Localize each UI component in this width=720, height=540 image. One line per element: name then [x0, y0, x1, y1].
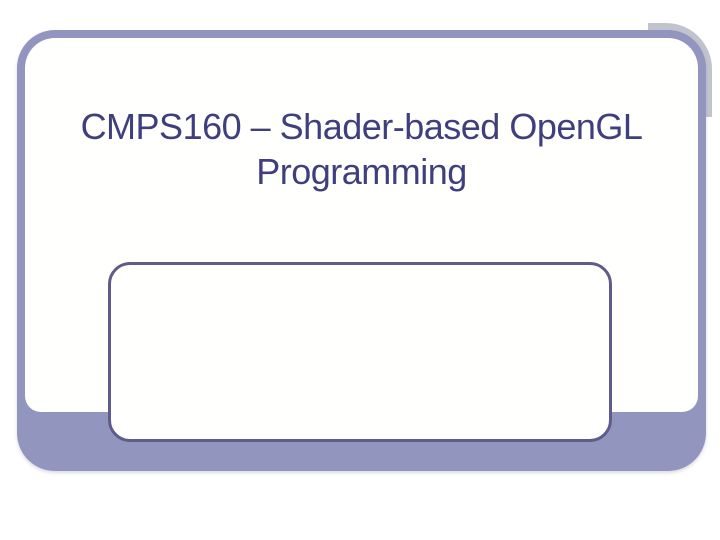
slide-title-line2: Programming: [256, 151, 467, 192]
slide-title-line1: CMPS160 – Shader-based OpenGL: [80, 106, 643, 147]
content-placeholder-box: [108, 262, 612, 442]
slide-title: CMPS160 – Shader-based OpenGL Programmin…: [25, 104, 698, 194]
